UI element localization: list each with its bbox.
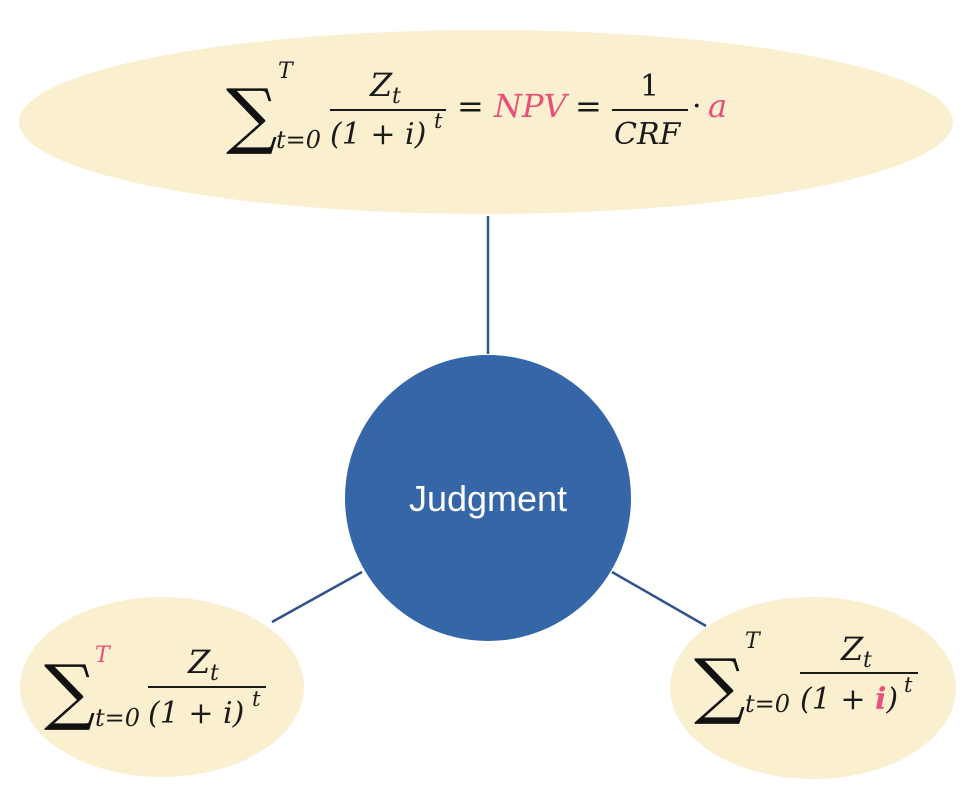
- judgment-label: Judgment: [409, 478, 567, 519]
- top-npv: NPV: [493, 87, 570, 125]
- left-sum-lower: t=0: [95, 704, 140, 732]
- left-denominator-sup: t: [252, 687, 261, 711]
- top-equals-2: =: [575, 87, 602, 125]
- right-sum-lower: t=0: [745, 690, 790, 718]
- right-sigma: ∑: [694, 643, 745, 727]
- top-sigma: ∑: [226, 73, 277, 157]
- connector-left: [271, 570, 363, 624]
- right-formula-ellipse: [670, 597, 956, 779]
- left-denominator: (1 + i): [148, 696, 244, 731]
- top-numerator-sub: t: [392, 84, 401, 109]
- left-sigma: ∑: [44, 649, 95, 733]
- right-denominator-open: (1 +: [800, 682, 875, 717]
- top-formula: ∑ T t=0 Z t (1 + i) t = NPV = 1 CRF · a: [226, 59, 727, 157]
- top-denominator: (1 + i): [330, 117, 426, 152]
- top-denominator-sup: t: [434, 109, 443, 133]
- top-a: a: [708, 87, 727, 125]
- top-numerator: Z: [369, 66, 393, 104]
- right-formula: ∑ T t=0 Z t (1 + i) t: [694, 629, 918, 727]
- connector-right: [611, 570, 707, 628]
- top-frac2-denominator: CRF: [614, 117, 682, 152]
- right-sum-upper: T: [745, 629, 762, 654]
- right-numerator: Z: [840, 630, 864, 668]
- top-frac2-numerator: 1: [640, 69, 659, 104]
- right-denominator-close: ): [885, 682, 898, 717]
- left-sum-upper-highlighted: T: [95, 643, 112, 668]
- left-numerator: Z: [187, 643, 211, 681]
- top-equals-1: =: [457, 87, 484, 125]
- left-formula: ∑ T t=0 Z t (1 + i) t: [44, 643, 266, 733]
- right-denominator-sup: t: [904, 673, 913, 697]
- right-numerator-sub: t: [863, 648, 872, 673]
- judgment-circle: [345, 355, 631, 641]
- top-formula-ellipse: [19, 30, 953, 214]
- top-dot: ·: [692, 89, 702, 124]
- right-denominator-i-highlighted: i: [875, 682, 886, 717]
- right-denominator: (1 + i): [800, 682, 898, 717]
- top-sum-lower: t=0: [276, 126, 321, 154]
- left-numerator-sub: t: [210, 661, 219, 686]
- top-sum-upper: T: [278, 59, 295, 84]
